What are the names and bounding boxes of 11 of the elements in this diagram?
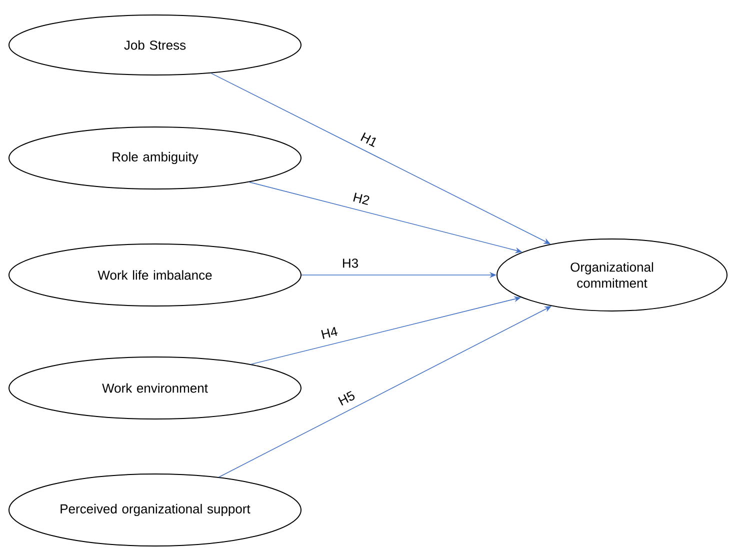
edge-label: H2: [350, 191, 372, 206]
ellipse-node: Work life imbalance: [8, 244, 302, 306]
ellipse-node: Role ambiguity: [8, 126, 302, 190]
edge-label: H5: [336, 389, 358, 408]
edge-label: H3: [340, 258, 360, 269]
ellipse-node: Work environment: [8, 356, 302, 420]
ellipse-node: Organizational commitment: [496, 238, 728, 312]
ellipse-node: Job Stress: [8, 14, 302, 76]
edge-label: H4: [318, 325, 340, 340]
ellipse-node: Perceived organizational support: [8, 474, 302, 546]
edge-label: H1: [358, 130, 380, 149]
